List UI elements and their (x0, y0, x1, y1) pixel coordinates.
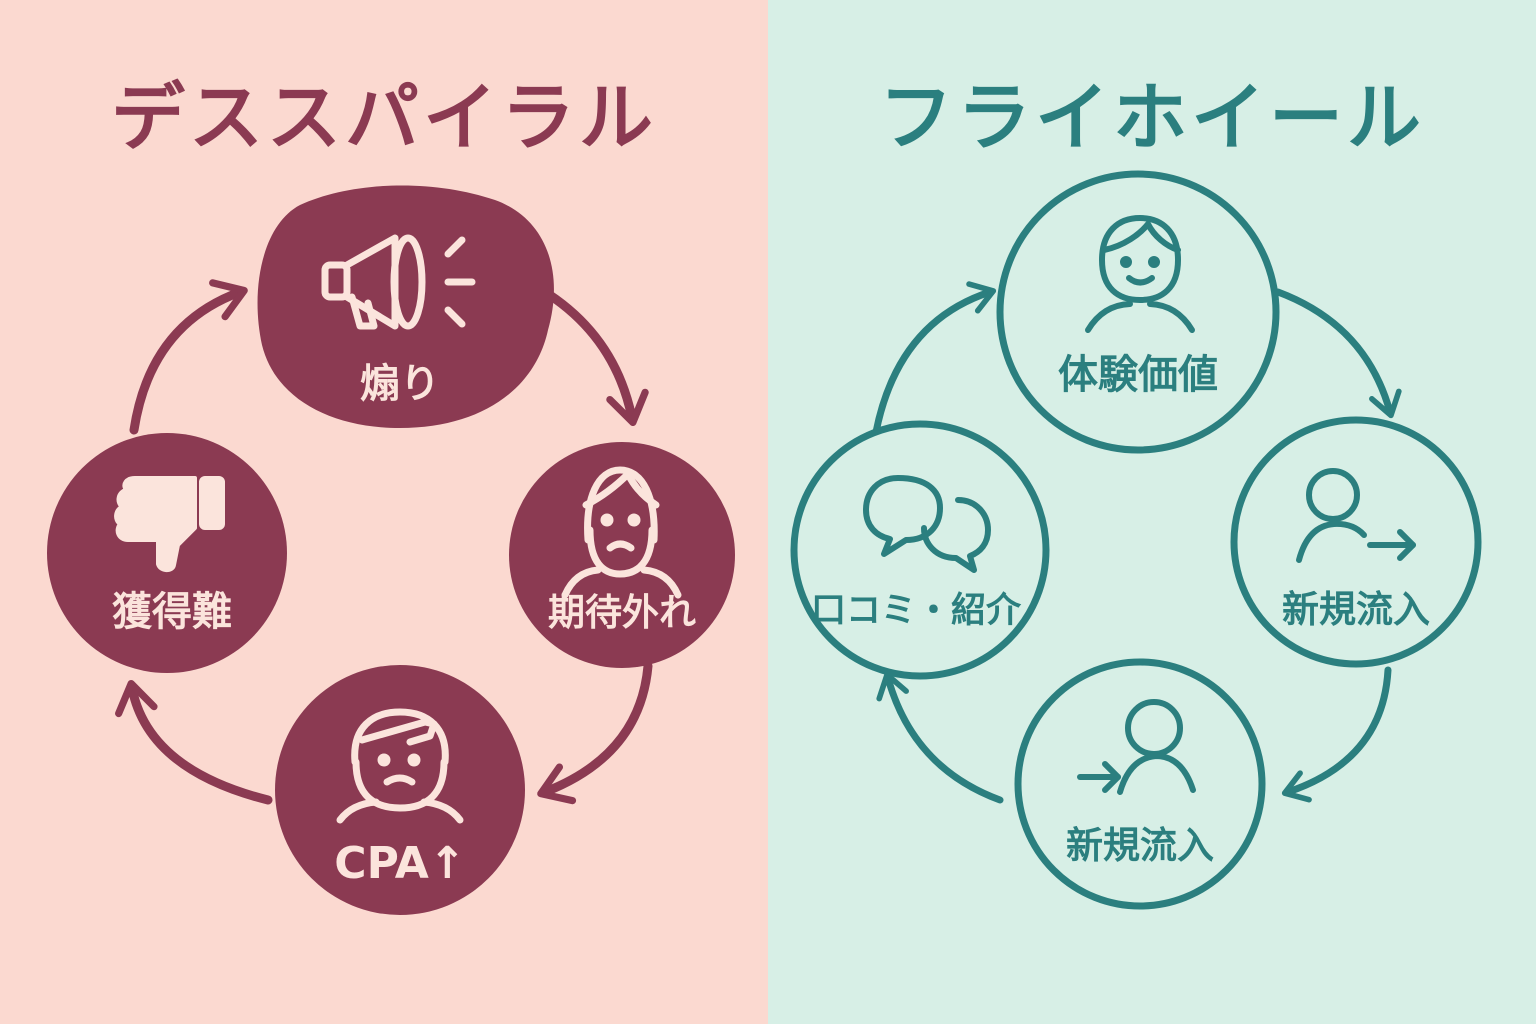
node-right-label: 期待外れ (548, 591, 696, 634)
flywheel-cycle: 体験価値 新規流入 (790, 170, 1482, 910)
node-top-experience-value: 体験価値 (996, 170, 1280, 454)
node-right-disappointment: 期待外れ (509, 442, 735, 668)
node-top-hype: 煽り (257, 185, 554, 428)
flywheel-title: フライホイール (879, 75, 1425, 161)
arrow-right-to-bottom (1281, 666, 1392, 803)
node-left-label: 口コミ・紹介 (811, 591, 1022, 631)
arrow-top-to-right (1274, 288, 1402, 419)
speech-bubbles-icon (863, 475, 991, 573)
arrow-left-to-top (872, 281, 997, 436)
node-bottom-cpa: CPA↑ (275, 665, 525, 915)
arrow-right-to-bottom (537, 661, 653, 805)
node-bottom-label: CPA↑ (334, 838, 465, 889)
node-left-acquisition: 獲得難 (47, 433, 287, 673)
arrow-left-to-top (129, 279, 248, 435)
megaphone-icon (321, 234, 476, 330)
node-right-label: 新規流入 (1282, 588, 1430, 631)
node-bottom-new-inflow: 新規流入 (1014, 658, 1266, 910)
user-arrow-icon (1296, 468, 1416, 563)
node-bottom-label: 新規流入 (1066, 824, 1214, 867)
arrow-user-icon (1077, 699, 1196, 795)
sad-face-icon (561, 466, 682, 599)
flywheel-panel: フライホイール (768, 0, 1536, 1024)
smiling-user-icon (1085, 215, 1195, 333)
thumbs-down-icon (114, 476, 225, 573)
death-spiral-panel: デススパイラル (0, 0, 768, 1024)
frustrated-face-icon (336, 708, 464, 824)
node-left-word-of-mouth: 口コミ・紹介 (790, 420, 1050, 680)
arrow-bottom-to-left (115, 679, 273, 805)
node-right-new-inflow: 新規流入 (1230, 416, 1482, 668)
node-left-label: 獲得難 (112, 589, 232, 635)
death-spiral-title: デススパイラル (111, 75, 657, 161)
death-spiral-cycle: 煽り 期待外れ (47, 185, 735, 915)
arrow-top-to-right (537, 285, 649, 427)
node-top-label: 体験価値 (1058, 352, 1218, 398)
node-top-label: 煽り (360, 361, 440, 407)
arrow-bottom-to-left (876, 671, 1004, 804)
